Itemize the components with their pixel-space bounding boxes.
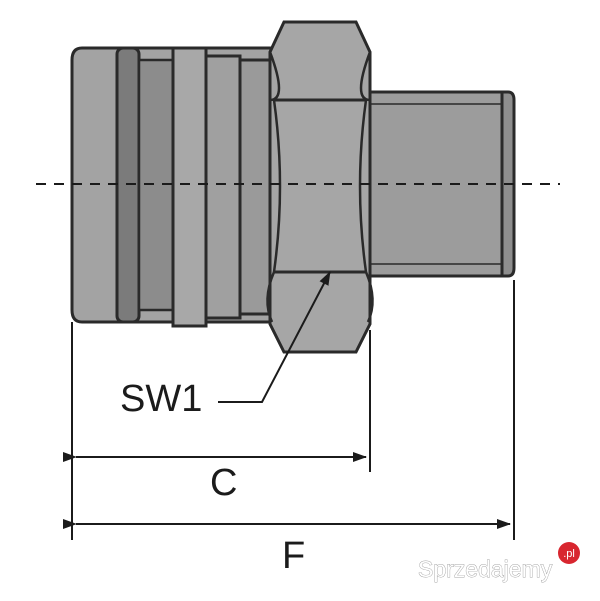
watermark-suffix: .pl — [563, 548, 575, 560]
watermark-text: Sprzedajemy — [418, 556, 553, 582]
hex-outline — [268, 20, 372, 354]
watermark-badge — [558, 542, 580, 564]
coupling-sleeve — [70, 46, 274, 328]
sw1-label: SW1 — [120, 378, 202, 420]
sleeve-neck — [238, 58, 274, 316]
sw1-leader-line — [218, 271, 331, 403]
dimension-c-label: C — [210, 462, 237, 504]
sleeve-ring — [171, 46, 208, 328]
hex-face-bottom — [266, 271, 374, 323]
hex-face-middle — [272, 99, 368, 273]
watermark: Sprzedajemy .pl — [418, 542, 580, 582]
sleeve-step — [204, 54, 242, 320]
hex-nut — [266, 20, 374, 354]
dimension-f-label: F — [282, 535, 305, 577]
hex-face-top — [268, 51, 372, 102]
